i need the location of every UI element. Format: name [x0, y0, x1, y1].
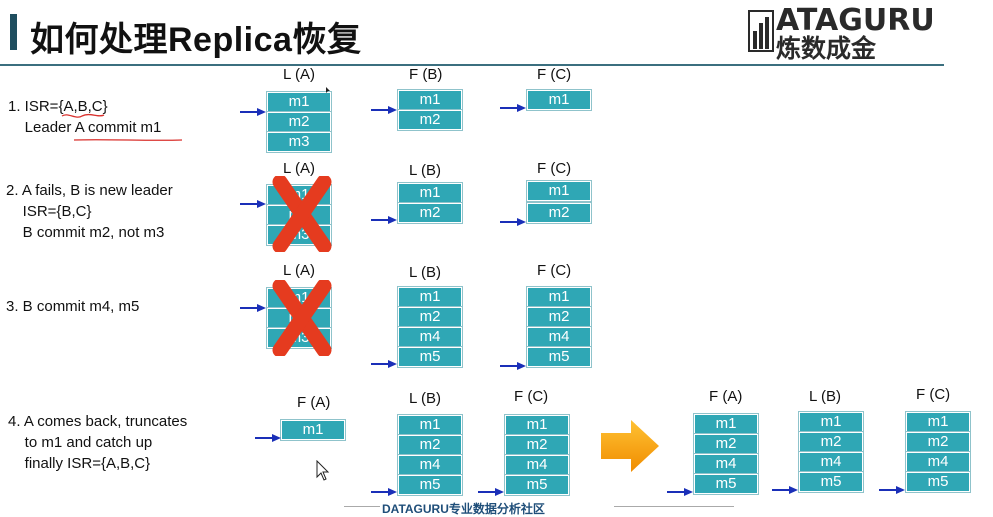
r1-b-m1: m1 [397, 89, 463, 111]
label-leader-a: L (A) [283, 262, 315, 279]
footer-line-right [614, 506, 734, 507]
label-leader-b: L (B) [409, 264, 441, 281]
step-3-text: 3. B commit m4, m5 [6, 298, 140, 315]
label-leader-b: L (B) [809, 388, 841, 405]
r4r-a-m4: m4 [693, 453, 759, 475]
r3-b-m2: m2 [397, 306, 463, 328]
r4r-a-m2: m2 [693, 433, 759, 455]
arrow-icon [500, 104, 526, 112]
r4r-b-m4: m4 [798, 451, 864, 473]
r4r-c-m4: m4 [905, 451, 971, 473]
label-leader-b: L (B) [409, 390, 441, 407]
label-follower-c: F (C) [537, 262, 572, 279]
r1-c-m1: m1 [526, 89, 592, 111]
r4r-a-m1: m1 [693, 413, 759, 435]
r4-b-m4: m4 [397, 454, 463, 476]
arrow-icon [500, 362, 526, 370]
label-leader-b: L (B) [409, 162, 441, 179]
r2-b-m2: m2 [397, 202, 463, 224]
arrow-icon [772, 486, 798, 494]
label-follower-a: F (A) [709, 388, 743, 405]
step-4-text: 4. A comes back, truncates to m1 and cat… [8, 413, 188, 472]
arrow-icon [478, 488, 504, 496]
big-right-arrow-icon [601, 420, 659, 472]
arrow-icon [667, 488, 693, 496]
r2-c-m1: m1 [526, 180, 592, 202]
r4r-c-m2: m2 [905, 431, 971, 453]
r4r-b-m2: m2 [798, 431, 864, 453]
r3-c-m2: m2 [526, 306, 592, 328]
step-2-text: 2. A fails, B is new leader ISR={B,C} B … [6, 182, 173, 241]
cross-icon [272, 176, 332, 252]
mouse-cursor-icon [326, 87, 330, 93]
mouse-cursor-icon [316, 460, 330, 481]
label-follower-b: F (B) [409, 66, 443, 83]
r1-a-m1: m1 [266, 91, 332, 113]
r2-b-m1: m1 [397, 182, 463, 204]
r3-c-m4: m4 [526, 326, 592, 348]
r4-c-m2: m2 [504, 434, 570, 456]
arrow-icon [371, 360, 397, 368]
r4r-b-m1: m1 [798, 411, 864, 433]
r3-c-m1: m1 [526, 286, 592, 308]
label-follower-a: F (A) [297, 394, 331, 411]
label-follower-c: F (C) [537, 160, 572, 177]
dataguru-logo: ATAGURU 炼数成金 [748, 3, 935, 63]
arrow-icon [240, 304, 266, 312]
r3-b-m5: m5 [397, 346, 463, 368]
logo-text-cn: 炼数成金 [776, 35, 877, 63]
r4-c-m4: m4 [504, 454, 570, 476]
r4-b-m2: m2 [397, 434, 463, 456]
label-leader-a: L (A) [283, 160, 315, 177]
r3-b-m4: m4 [397, 326, 463, 348]
arrow-icon [500, 218, 526, 226]
title-accent-bar [10, 14, 17, 50]
r1-a-m2: m2 [266, 111, 332, 133]
logo-text-en: ATAGURU [776, 3, 935, 38]
step-1-text: 1. ISR={A,B,C} Leader A commit m1 [8, 98, 162, 136]
footer-line-left [344, 506, 380, 507]
label-follower-c: F (C) [514, 388, 549, 405]
red-underline-mark [61, 113, 183, 141]
label-follower-c: F (C) [537, 66, 572, 83]
label-follower-c: F (C) [916, 386, 951, 403]
arrow-icon [371, 106, 397, 114]
footer-text: DATAGURU专业数据分析社区 [382, 502, 545, 516]
r4-c-m1: m1 [504, 414, 570, 436]
r1-b-m2: m2 [397, 109, 463, 131]
page-title: 如何处理Replica恢复 [30, 21, 362, 59]
r2-c-m2: m2 [526, 202, 592, 224]
arrow-icon [879, 486, 905, 494]
arrow-icon [371, 488, 397, 496]
r4-b-m1: m1 [397, 414, 463, 436]
arrow-icon [240, 108, 266, 116]
cross-icon [272, 280, 332, 356]
logo-bars-icon [748, 10, 774, 52]
arrow-icon [240, 200, 266, 208]
header-divider [0, 64, 944, 66]
r4r-c-m5: m5 [905, 471, 971, 493]
label-leader-a: L (A) [283, 66, 315, 83]
arrow-icon [255, 434, 281, 442]
r4-c-m5: m5 [504, 474, 570, 496]
r4r-b-m5: m5 [798, 471, 864, 493]
r3-c-m5: m5 [526, 346, 592, 368]
r4-a-m1: m1 [280, 419, 346, 441]
arrow-icon [371, 216, 397, 224]
r1-a-m3: m3 [266, 131, 332, 153]
r3-b-m1: m1 [397, 286, 463, 308]
r4-b-m5: m5 [397, 474, 463, 496]
r4r-c-m1: m1 [905, 411, 971, 433]
r4r-a-m5: m5 [693, 473, 759, 495]
